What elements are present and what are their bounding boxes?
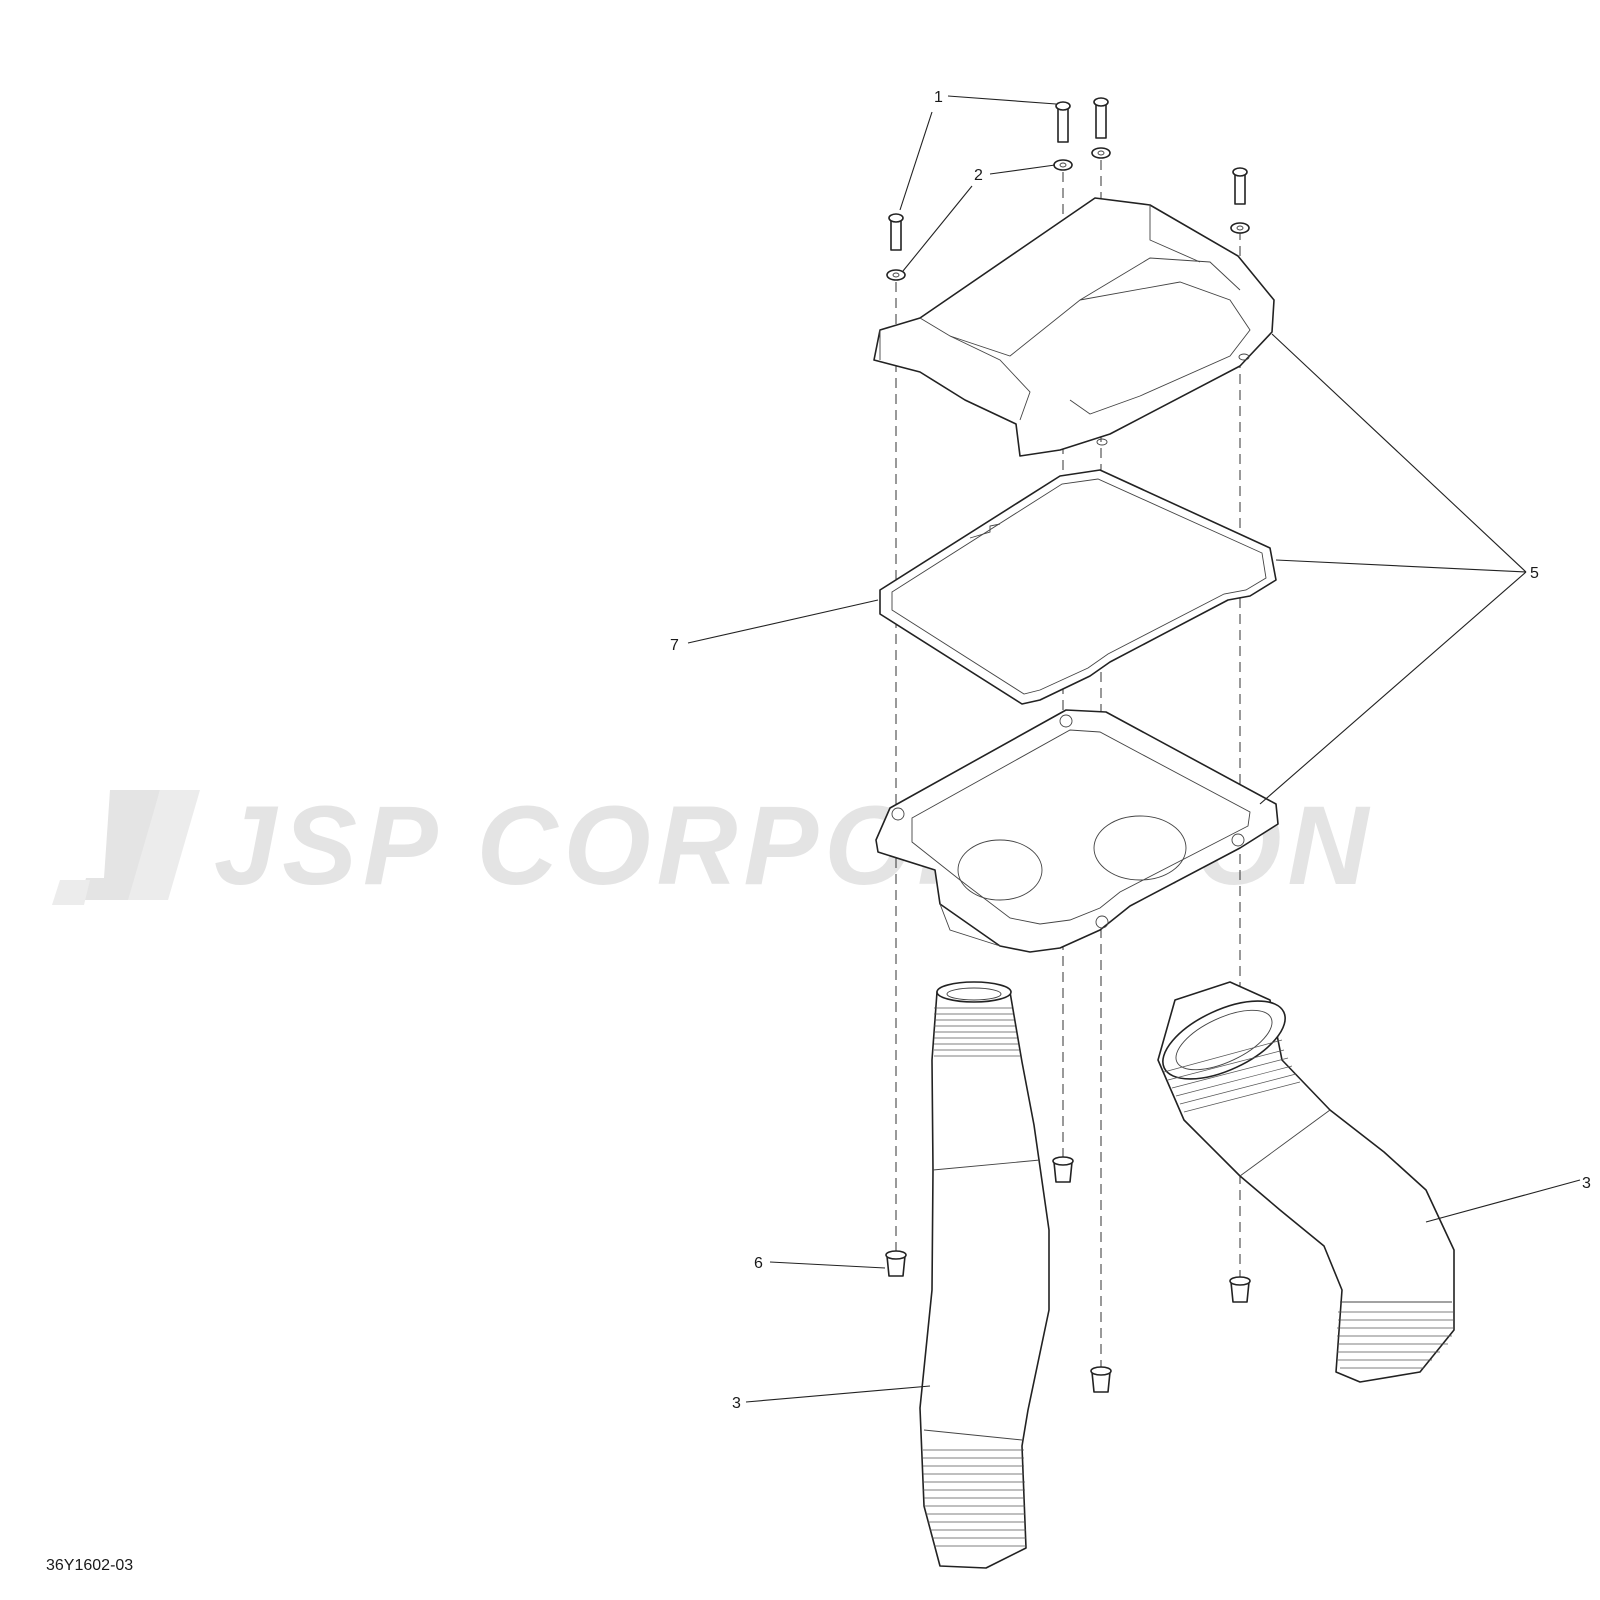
- callout-2: 2: [974, 167, 983, 184]
- grommet-icon: [885, 1156, 1251, 1393]
- cover-icon: [873, 197, 1275, 457]
- grommet-center-right: [1090, 1366, 1112, 1393]
- leader-lines: [687, 95, 1581, 1403]
- intake-tube-left: [919, 981, 1050, 1569]
- grommet-center-left: [1052, 1156, 1074, 1183]
- bolt-center-right: [1093, 97, 1109, 139]
- base-icon: [875, 709, 1279, 953]
- watermark-logo-icon: [52, 790, 200, 905]
- tube-icon: [919, 981, 1455, 1569]
- tube-left-bottom-threads: [923, 1449, 1026, 1547]
- callout-5: 5: [1530, 565, 1539, 582]
- callout-1: 1: [934, 89, 943, 106]
- grommet-left: [885, 1250, 907, 1277]
- washer-center-right: [1091, 147, 1111, 159]
- bolt-left: [888, 213, 904, 251]
- callout-3-left: 3: [732, 1395, 741, 1412]
- washer-icon: [886, 147, 1250, 281]
- intake-tube-right: [1157, 981, 1455, 1383]
- washer-right: [1230, 222, 1250, 234]
- grommet-right: [1229, 1276, 1251, 1303]
- bolt-icon: [888, 97, 1248, 251]
- drawing-code: 36Y1602-03: [46, 1557, 133, 1574]
- washer-left: [886, 269, 906, 281]
- gasket-icon: [879, 469, 1277, 705]
- washer-center-left: [1053, 159, 1073, 171]
- bolt-right: [1232, 167, 1248, 205]
- callout-7: 7: [670, 637, 679, 654]
- callout-labels: 1 2 3 3 5 6 7: [670, 89, 1591, 1412]
- callout-3-right: 3: [1582, 1175, 1591, 1192]
- bolt-center-left: [1055, 101, 1071, 143]
- tube-right-bottom-threads: [1337, 1311, 1454, 1369]
- tube-right-top-threads: [1163, 1039, 1301, 1113]
- callout-6: 6: [754, 1255, 763, 1272]
- tube-left-top-threads: [934, 1007, 1020, 1057]
